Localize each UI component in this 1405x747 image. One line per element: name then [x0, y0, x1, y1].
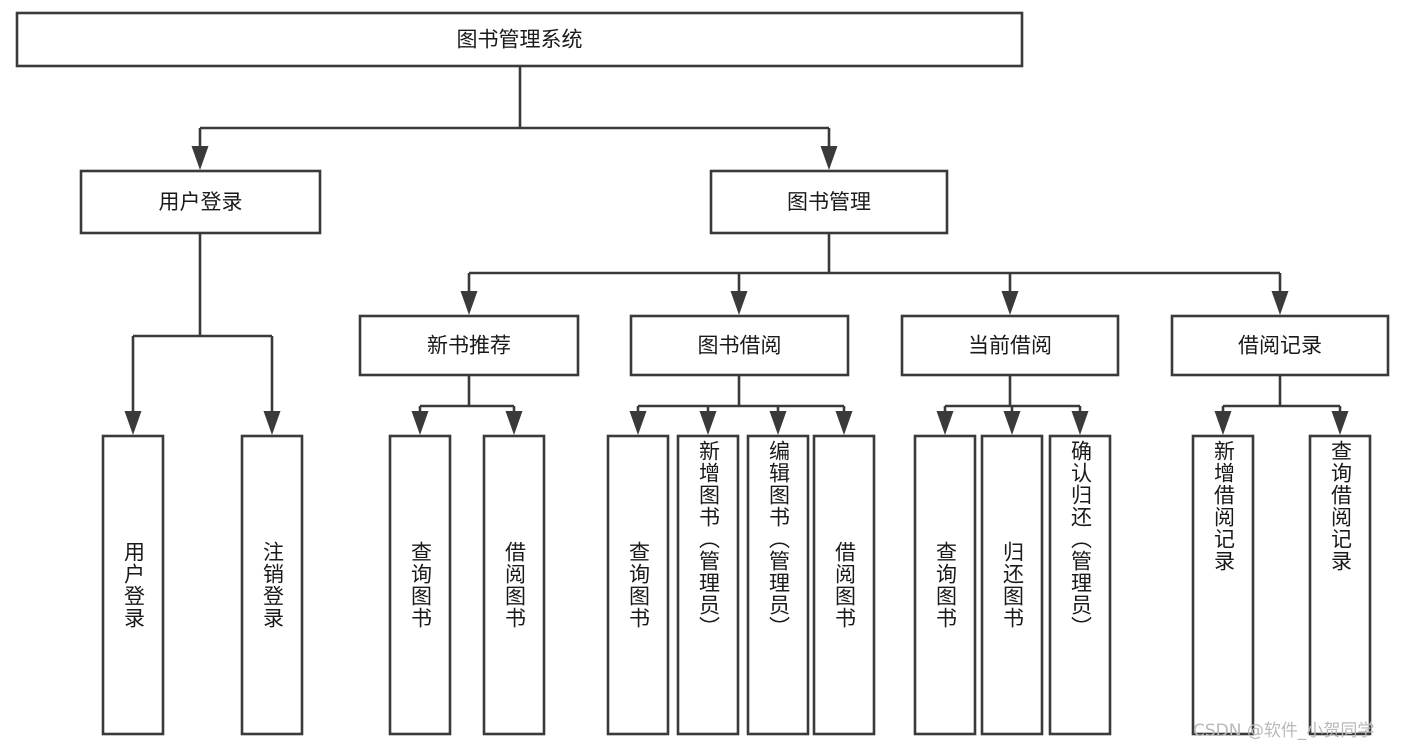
- node-label-current: 当前借阅: [968, 334, 1052, 358]
- arrow-head-icon: [1331, 411, 1349, 435]
- arrow-head-icon: [629, 411, 647, 435]
- node-box-bookmgmt[interactable]: [709, 169, 949, 235]
- arrow-head-icon: [460, 291, 478, 315]
- node-box-leaf-add-book[interactable]: [676, 434, 740, 736]
- node-box-root[interactable]: [15, 11, 1024, 68]
- arrow-head-icon: [263, 411, 281, 435]
- arrow-head-icon: [1271, 291, 1289, 315]
- arrow-head-icon: [1214, 411, 1232, 435]
- arrow-head-icon: [1071, 411, 1089, 435]
- node-box-newbook[interactable]: [358, 314, 580, 377]
- node-box-current[interactable]: [900, 314, 1120, 377]
- edges-layer: [124, 66, 1349, 435]
- node-box-leaf-query-book-1[interactable]: [388, 434, 452, 736]
- arrow-head-icon: [769, 411, 787, 435]
- node-label-records: 借阅记录: [1238, 334, 1322, 358]
- arrow-head-icon: [835, 411, 853, 435]
- node-box-leaf-add-record[interactable]: [1191, 434, 1255, 736]
- arrow-head-icon: [1001, 291, 1019, 315]
- node-box-leaf-confirm-return[interactable]: [1048, 434, 1112, 736]
- arrow-head-icon: [936, 411, 954, 435]
- connector-edge-borrow-split: [629, 375, 853, 435]
- node-box-leaf-query-book-2[interactable]: [606, 434, 670, 736]
- node-label-root: 图书管理系统: [457, 28, 583, 52]
- arrow-head-icon: [820, 146, 838, 170]
- node-box-borrow[interactable]: [629, 314, 850, 377]
- connector-edge-current-split: [936, 375, 1089, 435]
- connector-edge-login-split: [124, 233, 281, 435]
- node-label-bookmgmt: 图书管理: [787, 190, 871, 214]
- connector-edge-bookmgmt-split: [460, 233, 1289, 315]
- node-label-borrow: 图书借阅: [698, 334, 782, 358]
- node-boxes-layer: [15, 11, 1390, 736]
- node-box-login[interactable]: [79, 169, 322, 235]
- node-box-leaf-borrow-book-1[interactable]: [482, 434, 546, 736]
- arrow-head-icon: [124, 411, 142, 435]
- connector-edge-records-split: [1214, 375, 1349, 435]
- node-box-leaf-edit-book[interactable]: [746, 434, 810, 736]
- node-box-leaf-user-logout[interactable]: [240, 434, 304, 736]
- node-label-newbook: 新书推荐: [427, 334, 511, 358]
- node-box-records[interactable]: [1170, 314, 1390, 377]
- arrow-head-icon: [730, 291, 748, 315]
- arrow-head-icon: [505, 411, 523, 435]
- arrow-head-icon: [699, 411, 717, 435]
- connector-edge-root-split: [191, 66, 838, 170]
- arrow-head-icon: [411, 411, 429, 435]
- connector-edge-newbook-split: [411, 375, 523, 435]
- node-box-leaf-borrow-book-2[interactable]: [812, 434, 876, 736]
- node-box-leaf-query-book-3[interactable]: [913, 434, 977, 736]
- node-box-leaf-query-record[interactable]: [1308, 434, 1372, 736]
- arrow-head-icon: [191, 146, 209, 170]
- node-box-leaf-user-login[interactable]: [101, 434, 165, 736]
- arrow-head-icon: [1003, 411, 1021, 435]
- node-box-leaf-return-book[interactable]: [980, 434, 1044, 736]
- node-label-login: 用户登录: [159, 190, 243, 214]
